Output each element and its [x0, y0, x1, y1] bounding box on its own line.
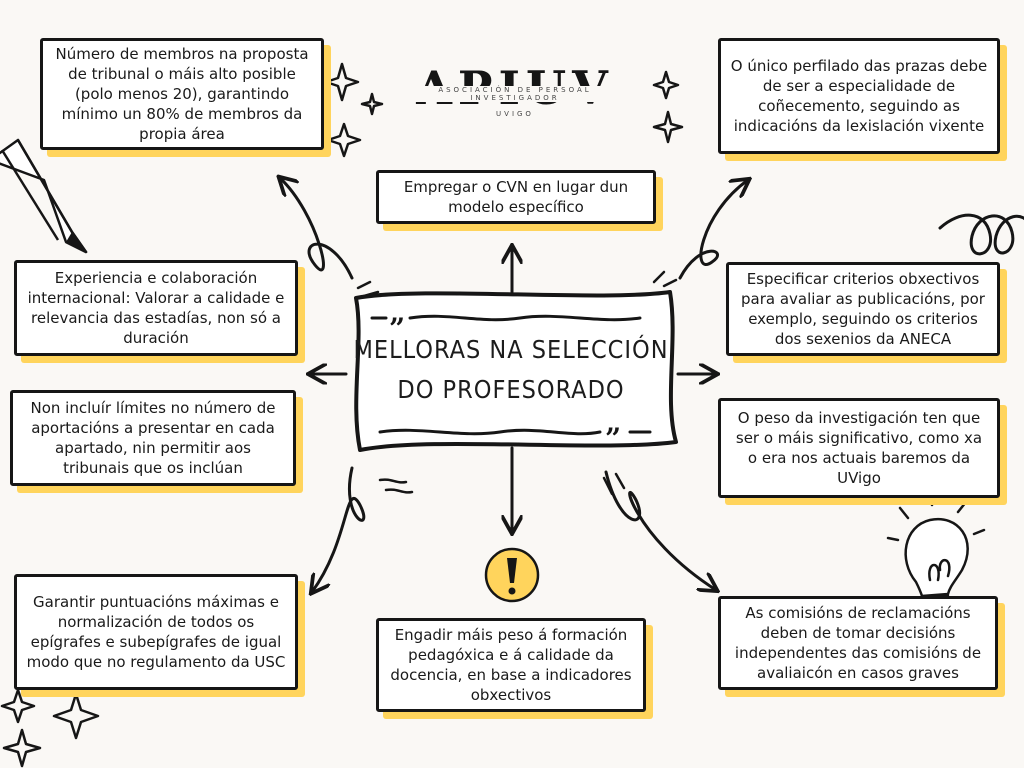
- node-tribunal: Número de membros na proposta de tribuna…: [40, 38, 324, 150]
- node-perfilado: O único perfilado das prazas debe de ser…: [718, 38, 1000, 154]
- logo-subtitle: ASOCIACIÓN DE PERSOAL INVESTIGADOR: [395, 86, 635, 102]
- pencil-icon: [0, 138, 88, 254]
- node-cvn: Empregar o CVN en lugar dun modelo espec…: [376, 170, 656, 224]
- node-limites: Non incluír límites no número de aportac…: [10, 390, 296, 486]
- exclamation-icon: [484, 547, 540, 603]
- logo-tagline: UVIGO: [496, 110, 534, 118]
- node-puntuacions: Garantir puntuacións máximas e normaliza…: [14, 574, 298, 690]
- lightbulb-icon: [886, 492, 986, 612]
- node-internacional: Experiencia e colaboración internacional…: [14, 260, 298, 356]
- center-title: Melloras na selección do profesorado: [353, 335, 669, 404]
- node-comisions: As comisións de reclamacións deben de to…: [718, 596, 998, 690]
- node-formacion: Engadir máis peso á formación pedagóxica…: [376, 618, 646, 712]
- node-peso: O peso da investigación ten que ser o má…: [718, 398, 1000, 498]
- apiuv-logo: APIUV ASOCIACIÓN DE PERSOAL INVESTIGADOR…: [395, 62, 635, 132]
- arrow-to-puntuacions: [312, 466, 366, 592]
- arrow-to-comisions: [604, 470, 716, 590]
- node-criterios: Especificar criterios obxectivos para av…: [726, 262, 1000, 356]
- spring-icon: [938, 213, 1024, 256]
